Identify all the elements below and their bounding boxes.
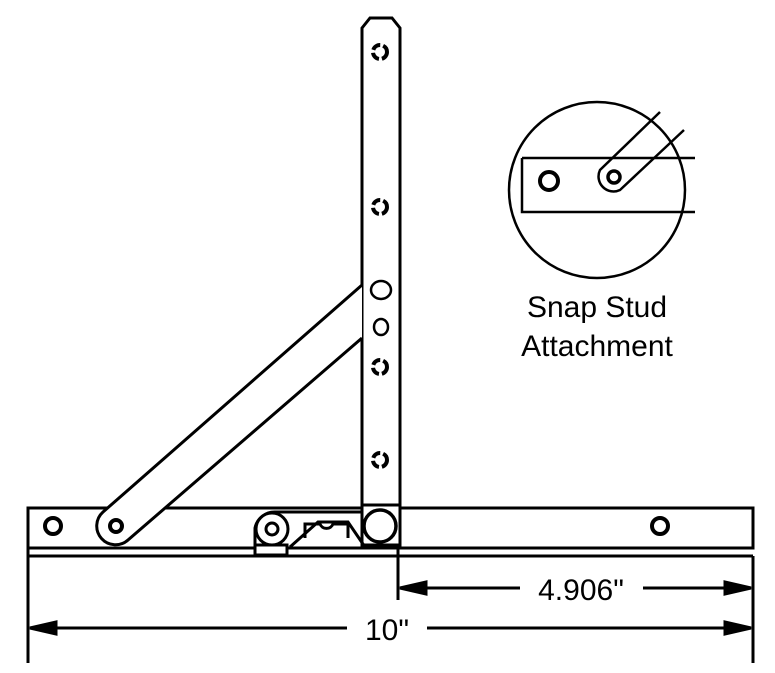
track-holes: [43, 516, 670, 536]
support-arm: [95, 283, 363, 547]
snap-stud-detail: [507, 100, 695, 280]
detail-caption-line2: Attachment: [521, 330, 673, 363]
partial-dimension-label: 4.906": [538, 574, 624, 607]
dimension-lines: [26, 545, 755, 663]
detail-caption-line1: Snap Stud: [527, 291, 667, 324]
sash-arm-holes: [369, 43, 393, 469]
snap-stud-icon: [371, 43, 389, 469]
slider-shoe: [253, 508, 398, 557]
overall-dimension-label: 10": [365, 614, 409, 647]
